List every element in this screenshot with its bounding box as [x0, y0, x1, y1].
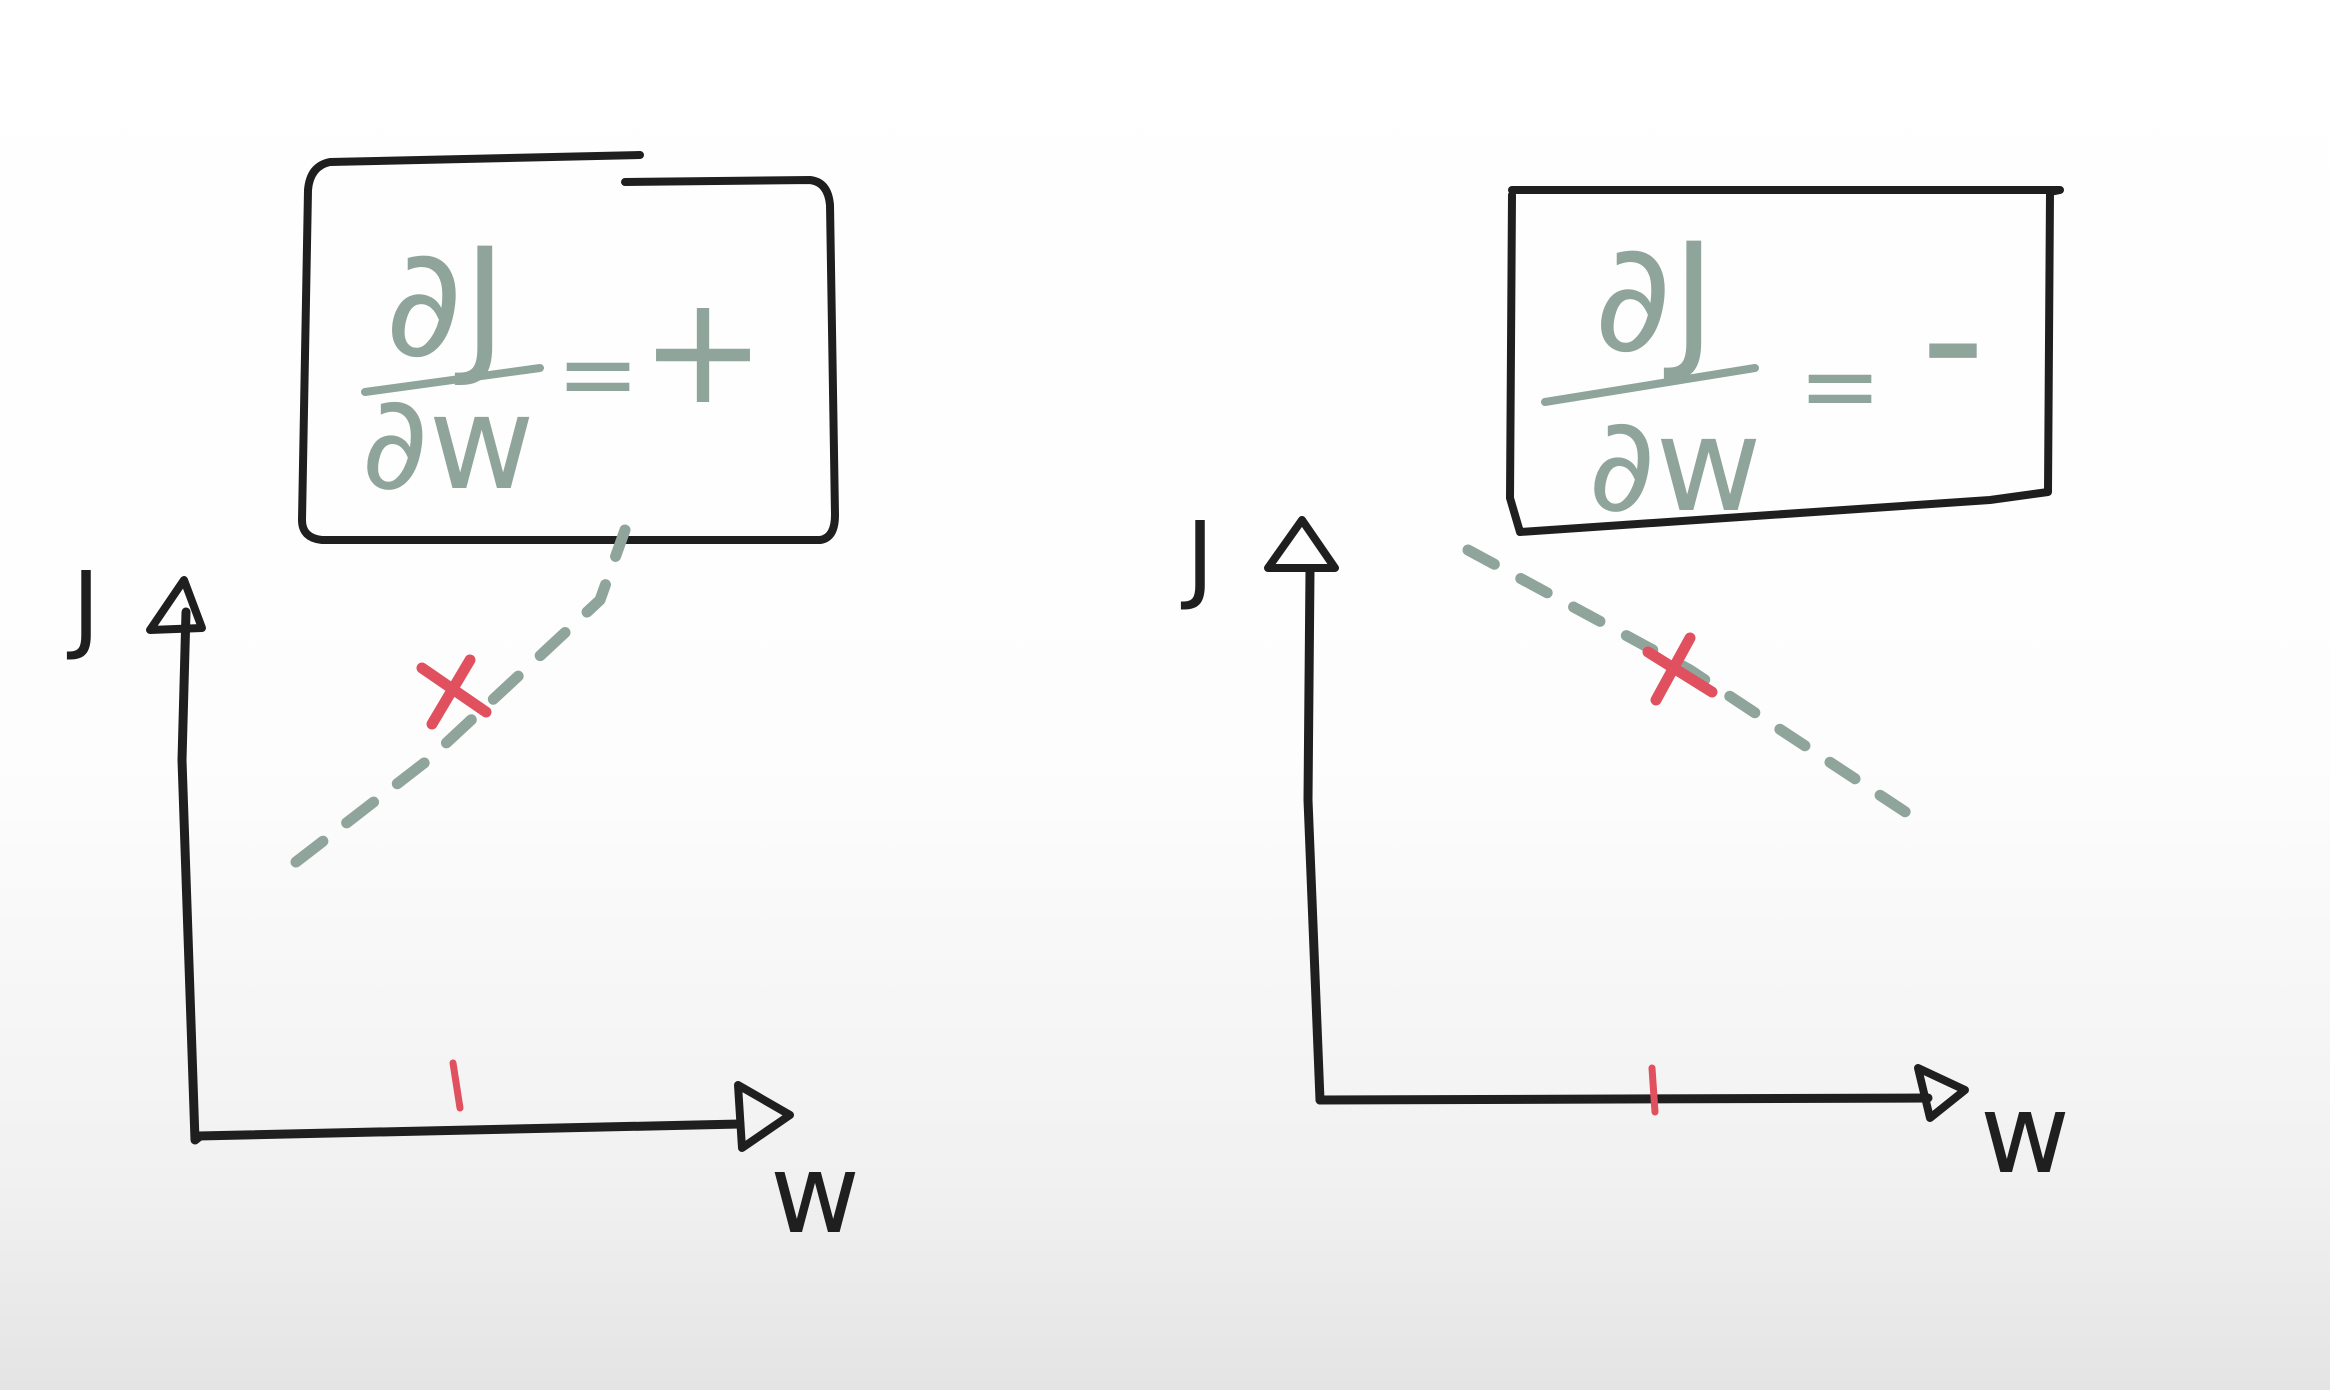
- left-formula-equals: =: [556, 315, 640, 432]
- left-w-tick: [449, 1059, 464, 1112]
- left-x-axis-arrowhead: [734, 1081, 794, 1152]
- right-fraction-bar: [1541, 364, 1759, 406]
- left-panel: ∂J ∂w = + J w: [67, 151, 860, 1258]
- left-x-axis-label: w: [770, 1130, 860, 1258]
- right-w-tick: [1648, 1064, 1659, 1116]
- left-point-marker: [416, 654, 492, 730]
- right-x-axis-label: w: [1980, 1070, 2070, 1198]
- right-y-axis-label: J: [1181, 501, 1214, 613]
- right-tangent-line: [1462, 544, 1916, 821]
- right-y-axis-arrowhead: [1264, 516, 1339, 572]
- left-derivative-formula: ∂J ∂w = +: [361, 217, 766, 519]
- right-point-marker: [1642, 632, 1718, 706]
- left-formula-box: [298, 151, 839, 544]
- right-x-axis: [1315, 1093, 1933, 1105]
- right-formula-box: [1506, 186, 2064, 536]
- left-formula-denominator: ∂w: [361, 367, 535, 519]
- right-x-axis-arrowhead: [1914, 1064, 1969, 1122]
- right-derivative-formula: ∂J ∂w = -: [1541, 212, 1986, 541]
- left-tangent-line: [290, 524, 631, 868]
- left-x-axis: [193, 1119, 745, 1141]
- left-y-axis-label: J: [67, 551, 100, 663]
- right-formula-numerator: ∂J: [1594, 212, 1716, 386]
- right-formula-sign: -: [1921, 234, 1986, 443]
- left-fraction-bar: [361, 364, 544, 396]
- right-formula-equals: =: [1798, 327, 1882, 444]
- right-y-axis: [1303, 565, 1325, 1105]
- right-panel: ∂J ∂w = - J w: [1181, 186, 2070, 1198]
- left-y-axis: [177, 607, 205, 1145]
- right-formula-denominator: ∂w: [1588, 389, 1762, 541]
- left-formula-numerator: ∂J: [385, 217, 507, 391]
- left-y-axis-arrowhead: [146, 576, 206, 634]
- left-formula-sign: +: [640, 264, 766, 438]
